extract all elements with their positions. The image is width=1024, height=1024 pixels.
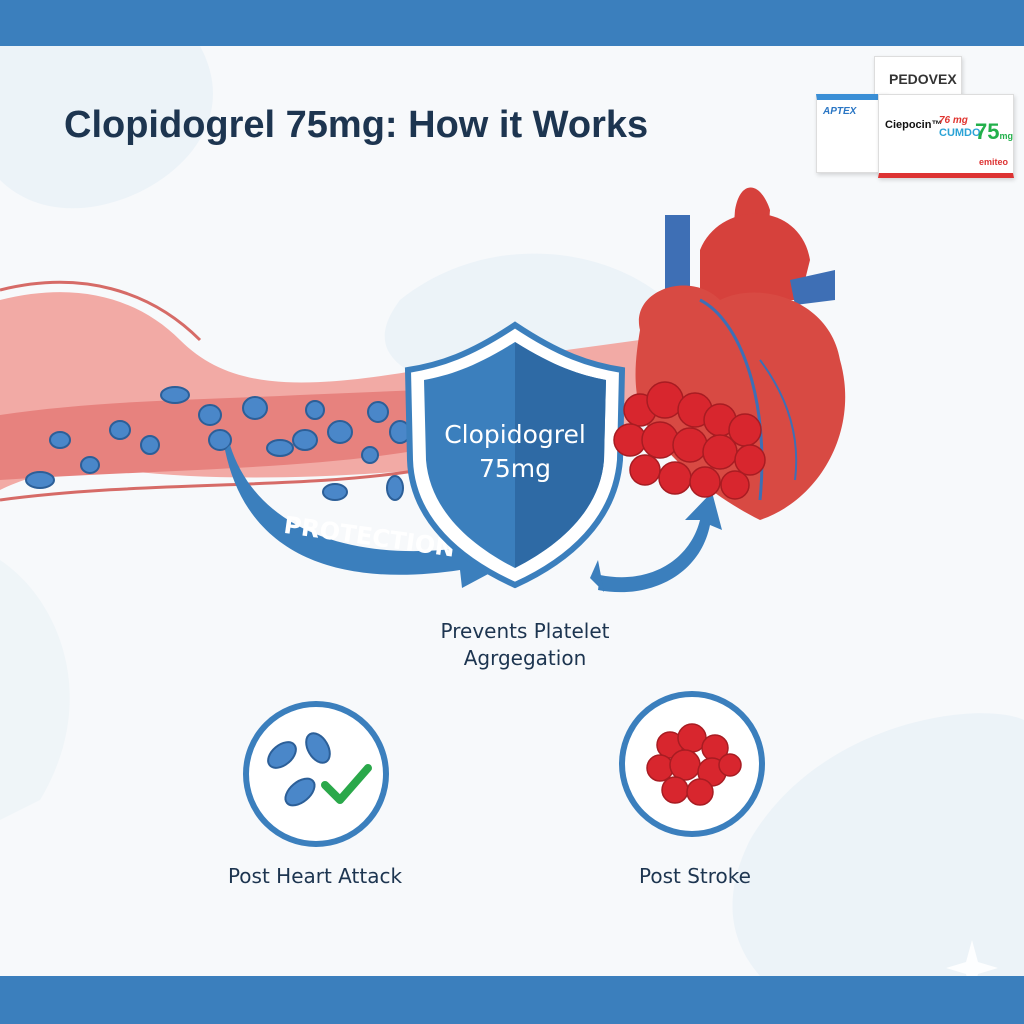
return-arrow-icon — [590, 492, 722, 593]
page-title: Clopidogrel 75mg: How it Works — [64, 104, 649, 146]
mechanism-label: Prevents Platelet Agrgegation — [400, 618, 650, 672]
drug-dose: 75mg — [478, 454, 552, 483]
stroke-clot-icon — [619, 691, 765, 837]
mechanism-line-2: Agrgegation — [463, 646, 587, 670]
drug-name: Clopidogrel — [444, 420, 586, 449]
top-band — [0, 0, 1024, 46]
mechanism-line-1: Prevents Platelet — [440, 619, 610, 643]
package-pedovex: PEDOVEX — [874, 56, 962, 98]
shield-icon — [404, 321, 626, 589]
strength-unit: mg — [999, 131, 1013, 141]
package-strength: 75mg — [975, 119, 1013, 145]
sparkle-icon — [946, 940, 998, 996]
platelets — [25, 386, 411, 501]
package-maker: emiteo — [979, 157, 1009, 167]
package-brand: Ciepocin™ — [885, 119, 943, 131]
platelets-check-icon — [243, 701, 389, 847]
bottom-band — [0, 976, 1024, 1024]
clot-icon — [613, 381, 766, 500]
indication-post-stroke: Post Stroke — [639, 864, 751, 888]
indication-post-heart-attack: Post Heart Attack — [227, 864, 403, 888]
strength-value: 75 — [975, 119, 1000, 144]
package-brand: APTEX — [823, 106, 857, 117]
package-strength-small: 76 mg — [939, 115, 968, 126]
package-sub: CUMDO — [939, 127, 981, 139]
shield-label: Clopidogrel 75mg — [420, 418, 610, 486]
package-brand: PEDOVEX — [889, 71, 957, 87]
package-ciepocin: Ciepocin™ 76 mg CUMDO 75mg emiteo — [878, 94, 1014, 178]
